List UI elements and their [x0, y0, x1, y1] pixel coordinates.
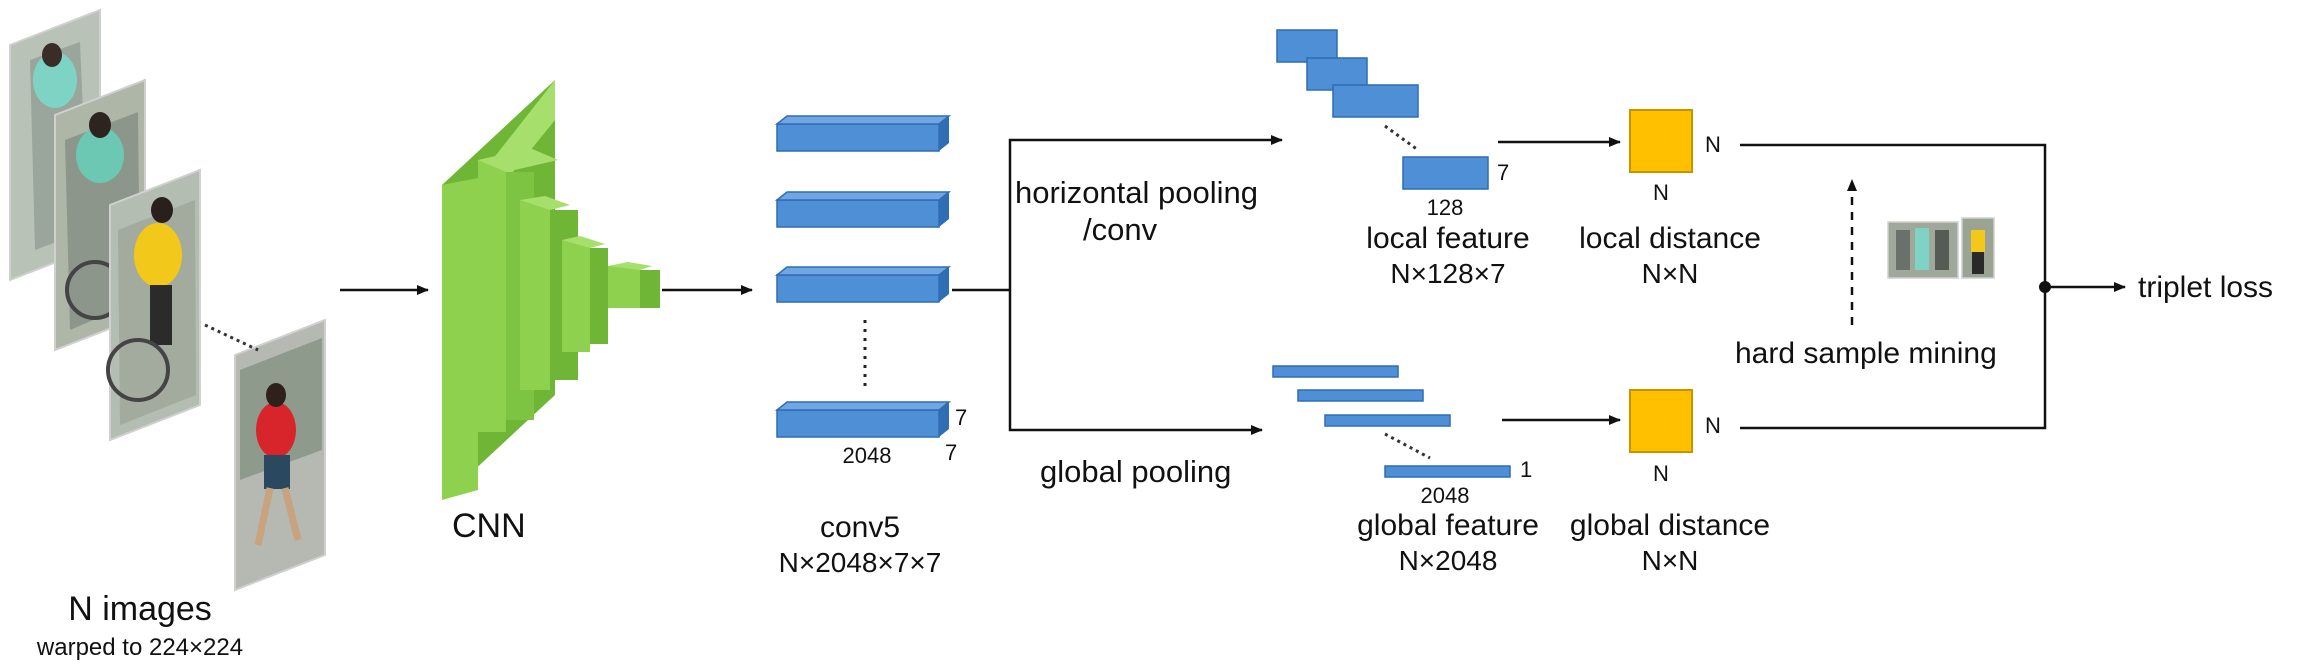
local-distance-matrix: [1629, 109, 1693, 173]
global-distance-shape-label: N×N: [1642, 545, 1699, 576]
horizontal-pooling-conv-label: /conv: [1083, 212, 1158, 247]
global-matrix-n-bottom: N: [1653, 461, 1669, 486]
conv5-dim-w: 2048: [843, 443, 892, 468]
mined-sample-thumbnails: [1887, 217, 1995, 279]
local-dim-h: 7: [1497, 160, 1509, 185]
conv5-shape-label: N×2048×7×7: [779, 547, 942, 578]
person-image-4: [234, 318, 326, 592]
local-feature-label: local feature: [1366, 222, 1529, 255]
local-dim-w: 128: [1427, 195, 1464, 220]
global-dim-h: 1: [1520, 457, 1532, 482]
horizontal-pooling-label: horizontal pooling: [1015, 175, 1258, 210]
local-matrix-n-bottom: N: [1653, 180, 1669, 205]
arrow-to-local-branch: [1008, 135, 1283, 290]
local-feature-ellipsis: [1384, 124, 1419, 152]
arrow-to-global-branch: [1008, 290, 1263, 435]
local-feature-shape-label: N×128×7: [1390, 258, 1505, 289]
local-feature-stack: [1276, 29, 1489, 190]
n-images-label: N images: [68, 590, 212, 628]
conv5-slice-last: [774, 401, 952, 438]
hard-sample-mining-label: hard sample mining: [1735, 337, 1997, 370]
local-distance-shape-label: N×N: [1642, 258, 1699, 289]
conv5-slice-3: [774, 266, 952, 303]
image-stack-ellipsis: [204, 323, 259, 352]
cnn-block: [442, 80, 660, 500]
conv5-dim-h2: 7: [945, 440, 957, 465]
conv5-feature-maps: [774, 115, 952, 438]
global-dim-w: 2048: [1421, 483, 1470, 508]
global-feature-stack: [1272, 365, 1511, 478]
global-distance-label: global distance: [1570, 509, 1770, 542]
distance-merge-line: [1740, 143, 2047, 430]
local-distance-label: local distance: [1579, 222, 1761, 255]
warped-label: warped to 224×224: [36, 634, 243, 661]
conv5-slice-1: [774, 115, 952, 152]
global-feature-shape-label: N×2048: [1399, 545, 1498, 576]
global-feature-ellipsis: [1384, 432, 1431, 460]
global-matrix-n-right: N: [1705, 413, 1721, 438]
global-feature-label: global feature: [1357, 509, 1539, 542]
conv5-label: conv5: [820, 511, 900, 544]
person-image-3: [106, 168, 201, 442]
conv5-dim-h1: 7: [955, 405, 967, 430]
global-pooling-label: global pooling: [1040, 454, 1231, 489]
triplet-loss-label: triplet loss: [2138, 271, 2273, 304]
conv5-slice-2: [774, 191, 952, 228]
global-distance-matrix: [1629, 389, 1693, 453]
input-image-stack: [9, 8, 326, 592]
local-matrix-n-right: N: [1705, 132, 1721, 157]
cnn-label: CNN: [452, 507, 526, 545]
